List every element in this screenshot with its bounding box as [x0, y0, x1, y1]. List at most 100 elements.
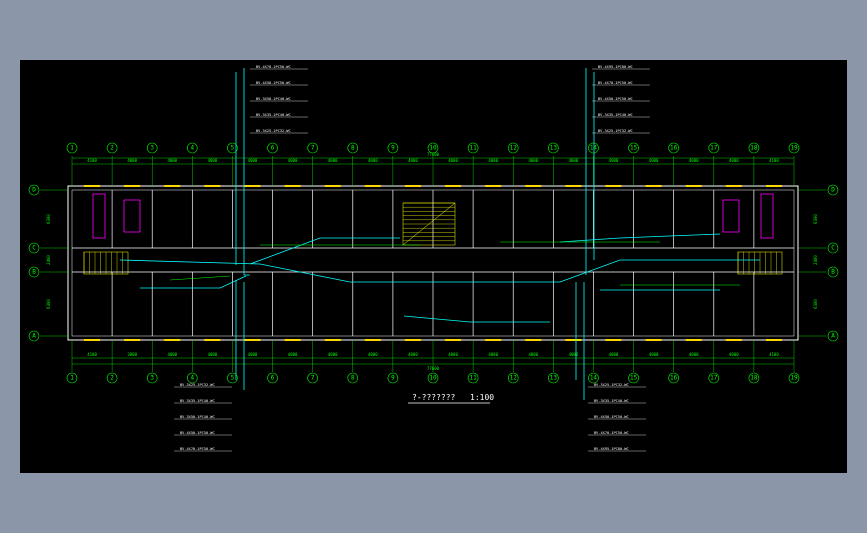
riser-label: BV-4X50-1PC50-WC — [594, 415, 629, 419]
window — [445, 185, 462, 187]
axis-label-right: B — [831, 269, 835, 276]
dim-text-bottom: 4000 — [689, 352, 699, 357]
axis-label-top: 6 — [271, 145, 275, 152]
dim-text-top: 4000 — [328, 158, 338, 163]
riser-annotations: BV-4X70-1PC50-WC BV-4X50-1PC50-WC BV-3X50-… — [174, 65, 650, 452]
axis-label-bottom: 10 — [429, 375, 437, 382]
riser-label: BV-4X50-1PC50-WC — [180, 431, 215, 435]
axis-label-bottom: 17 — [710, 375, 718, 382]
axis-label-top: 12 — [510, 145, 518, 152]
axis-bubble — [827, 266, 839, 278]
riser-label: BV-3X25-1PC32-WC — [180, 383, 215, 387]
dim-text-bottom: 3800 — [127, 352, 137, 357]
dim-text-right: 6300 — [813, 214, 818, 224]
dim-text-bottom: 4000 — [569, 352, 579, 357]
toilet-fixtures — [92, 193, 774, 239]
axis-label-top: 3 — [150, 145, 154, 152]
axis-bubble — [66, 142, 78, 154]
window — [364, 339, 381, 341]
window — [685, 339, 702, 341]
window — [84, 339, 101, 341]
window — [404, 339, 421, 341]
axis-bubble — [827, 330, 839, 342]
riser-label: BV-3X50-1PC40-WC — [256, 97, 291, 101]
axis-bubble — [748, 142, 760, 154]
axis-bubble — [28, 184, 40, 196]
axis-label-top: 9 — [391, 145, 395, 152]
axis-bubble — [267, 142, 278, 154]
axis-label-bottom: 9 — [391, 375, 395, 382]
axis-label-left: D — [32, 187, 36, 194]
dim-text-top: 4000 — [368, 158, 378, 163]
window — [725, 185, 742, 187]
dim-text-top: 4000 — [569, 158, 579, 163]
axis-bubble — [28, 266, 40, 278]
axis-label-top: 11 — [469, 145, 477, 152]
axis-bubble — [307, 142, 318, 154]
dim-text-bottom: 4000 — [729, 352, 739, 357]
window — [645, 185, 662, 187]
riser-label: BV-4X70-1PC50-WC — [180, 447, 215, 451]
axis-label-bottom: 3 — [150, 375, 154, 382]
riser-label: BV-4X70-1PC50-WC — [256, 65, 291, 69]
riser-label: BV-4X70-1PC50-WC — [594, 431, 629, 435]
dim-text-top: 4000 — [448, 158, 458, 163]
window — [324, 185, 341, 187]
axis-label-top: 1 — [70, 145, 74, 152]
axis-bubble — [28, 242, 40, 254]
axis-bubble — [347, 142, 359, 154]
window — [244, 185, 261, 187]
riser-label: BV-3X35-1PC40-WC — [180, 399, 215, 403]
axis-bubble — [628, 372, 639, 384]
dim-text-bottom: 4000 — [488, 352, 498, 357]
axis-label-bottom: 8 — [351, 375, 355, 382]
axis-label-bottom: 6 — [271, 375, 275, 382]
dim-text-bottom: 4000 — [448, 352, 458, 357]
axis-label-top: 19 — [790, 145, 798, 152]
dim-text-bottom: 4000 — [248, 352, 258, 357]
axis-bubble — [588, 142, 599, 154]
dim-text-bottom: 4100 — [87, 352, 97, 357]
window — [605, 185, 622, 187]
axis-label-top: 13 — [550, 145, 558, 152]
riser-label: BV-3X25-1PC32-WC — [598, 129, 633, 133]
stair-treads — [83, 202, 777, 274]
axis-label-bottom: 16 — [670, 375, 678, 382]
window — [404, 185, 421, 187]
dim-text-top: 4000 — [248, 158, 258, 163]
axis-bubble — [227, 372, 238, 384]
window — [765, 185, 782, 187]
riser-label: BV-4X50-1PC50-WC — [256, 81, 291, 85]
axis-bubble — [267, 372, 278, 384]
axis-label-right: A — [831, 333, 835, 340]
axis-label-top: 4 — [191, 145, 195, 152]
dim-text-bottom: 4000 — [288, 352, 298, 357]
axis-label-top: 2 — [110, 145, 114, 152]
window — [164, 185, 181, 187]
window — [324, 339, 341, 341]
axis-bubble — [507, 372, 519, 384]
dim-text-left: 6300 — [46, 214, 51, 224]
dim-text-top: 4100 — [769, 158, 779, 163]
riser-label: BV-3X35-1PC40-WC — [594, 399, 629, 403]
dim-text-bottom: 4000 — [208, 352, 218, 357]
axis-label-top: 17 — [710, 145, 718, 152]
axis-label-left: B — [32, 269, 36, 276]
window — [124, 339, 141, 341]
window — [565, 339, 582, 341]
floor-plan-svg: 1122334455667788991010111112121313141415… — [28, 65, 839, 452]
axis-bubble — [106, 372, 118, 384]
axis-bubble — [507, 142, 519, 154]
axis-label-left: A — [32, 333, 36, 340]
axis-label-bottom: 2 — [110, 375, 114, 382]
axis-bubble — [708, 142, 720, 154]
riser-label: BV-3X25-1PC32-WC — [256, 129, 291, 133]
dim-text-bottom: 4000 — [649, 352, 659, 357]
axis-label-top: 15 — [630, 145, 638, 152]
window — [765, 339, 782, 341]
axis-bubble — [668, 142, 679, 154]
axis-bubble — [827, 184, 839, 196]
green-connections — [169, 241, 740, 286]
axis-label-top: 5 — [231, 145, 235, 152]
